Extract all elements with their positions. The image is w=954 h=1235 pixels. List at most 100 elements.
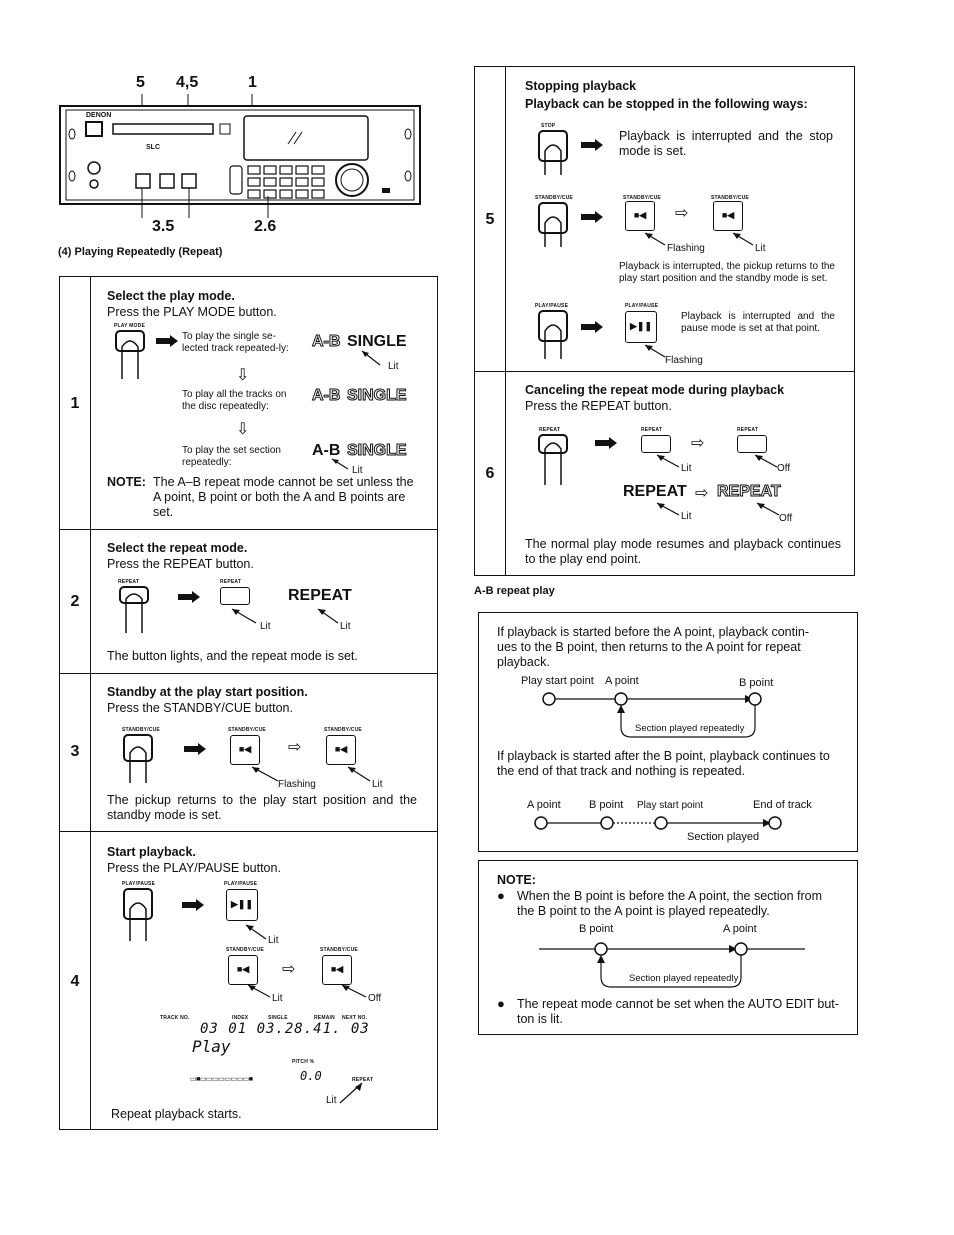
pointer-arrow-icon [339,1082,363,1104]
pointer-arrow-icon [732,232,754,246]
step6-off-button: Off [777,463,791,474]
device-model: SLC [146,144,160,151]
pointer-arrow-icon [247,984,271,998]
step3-flashing: Flashing [278,779,316,790]
finger-press-icon [538,130,568,175]
step3-divider [60,673,437,674]
pointer-arrow-icon [656,502,680,516]
step5-flashing-a: Flashing [667,243,705,254]
d2-b-point-label: B point [589,799,624,811]
step1-title: Select the play mode. [107,289,235,303]
play-pause-label-5a: PLAY/PAUSE [535,303,569,309]
display-word: Play [192,1037,231,1056]
step-number-3: 3 [70,743,80,760]
repeat-label-6c: REPEAT [737,427,759,433]
step1-note-label: NOTE: [107,475,146,489]
step1-instruction: Press the PLAY MODE button. [107,305,277,319]
cd-player-front-panel [59,94,421,218]
pointer-arrow-icon [644,344,666,358]
step4-lit-repeat: Lit [326,1095,337,1106]
repeat-button-6-off[interactable] [737,435,767,453]
d1-section-label: Section played repeatedly [635,723,745,734]
step3-instruction: Press the STANDBY/CUE button. [107,701,293,715]
mode3-lit: Lit [352,465,363,476]
pitch-label: PITCH % [292,1059,315,1065]
standby-btn-label-a: STANDBY/CUE [122,727,160,733]
repeat-button[interactable] [220,587,250,605]
device-brand: DENON [86,112,112,119]
note-d-b-label: B point [579,923,614,935]
step-number-column [60,277,91,1129]
finger-press-icon [123,734,153,783]
step5-subtitle: Playback can be stopped in the following… [525,97,808,111]
diagram-play-before-a [542,692,762,738]
pointer-arrow-icon [644,232,666,246]
arrow-right-icon [184,743,206,755]
mode3-single: SINGLE [347,442,408,460]
note-box: NOTE: ● When the B point is before the A… [478,860,858,1035]
repeat-label-6b: REPEAT [641,427,663,433]
display-digits: 03 01 03.28.41. 03 [200,1021,370,1037]
step6-instruction: Press the REPEAT button. [525,399,672,413]
transition-arrow-icon: ⇨ [282,961,296,978]
step4-lit-standby: Lit [272,993,283,1004]
step6-off-indicator: Off [779,513,793,524]
callout-5: 5 [136,74,145,91]
note-d-a-label: A point [723,923,757,935]
pointer-arrow-icon [251,766,279,782]
d2-end-label: End of track [753,799,812,811]
device-illustration: 5 4,5 1 DEN [58,66,422,238]
standby-cue-button-off[interactable]: ■◀ [322,955,352,985]
mode1-lit: Lit [388,361,399,372]
step5-flashing-b: Flashing [665,355,703,366]
arrow-right-icon [156,335,178,347]
step4-title: Start playback. [107,845,196,859]
repeat-btn-label-b: REPEAT [220,579,242,585]
step5-lit: Lit [755,243,766,254]
repeat-button-6-lit[interactable] [641,435,671,453]
disp-label-track: TRACK NO. [160,1015,190,1021]
section-title: (4) Playing Repeatedly (Repeat) [58,246,223,258]
disp-label-remain: REMAIN [314,1015,335,1021]
ab-section-title: A-B repeat play [474,585,555,597]
mode1-ab: A-B [311,333,341,351]
note-bullet-2: The repeat mode cannot be set when the A… [517,997,839,1026]
standby-label-d: STANDBY/CUE [226,947,264,953]
standby-cue-button-lit[interactable]: ■◀ [326,735,356,765]
step6-repeat-off: REPEAT [717,483,782,501]
arrow-right-icon [581,321,603,333]
step6-title: Canceling the repeat mode during playbac… [525,383,785,397]
play-pause-button[interactable]: ▶❚❚ [226,889,258,921]
step4-off: Off [368,993,382,1004]
arrow-right-icon [178,591,200,603]
step-number-6: 6 [485,465,495,482]
standby-cue-button-5a[interactable]: ■◀ [625,201,655,231]
step-number-column [475,67,506,575]
finger-press-icon [123,888,153,941]
play-mode-label: PLAY MODE [114,323,145,329]
d2-play-start-label: Play start point [637,800,704,811]
standby-cue-button[interactable]: ■◀ [230,735,260,765]
step2-repeat-indicator: REPEAT [288,587,352,604]
ab-repeat-box: If playback is started before the A poin… [478,612,858,852]
pitch-value: 0.0 [300,1069,322,1083]
step2-desc: The button lights, and the repeat mode i… [107,649,358,663]
standby-label-5a: STANDBY/CUE [535,195,573,201]
standby-btn-label-b: STANDBY/CUE [228,727,266,733]
standby-cue-button-step4[interactable]: ■◀ [228,955,258,985]
play-pause-button-5[interactable]: ▶❚❚ [625,311,657,343]
step3-title: Standby at the play start position. [107,685,308,699]
standby-label-5b: STANDBY/CUE [623,195,661,201]
transition-arrow-icon: ⇨ [288,739,302,756]
pointer-arrow-icon [754,454,778,468]
play-pause-label-5b: PLAY/PAUSE [625,303,659,309]
callout-3-5: 3.5 [152,218,175,235]
pointer-arrow-icon [341,984,367,998]
step2-lit-button: Lit [260,621,271,632]
step3-lit: Lit [372,779,383,790]
pointer-arrow-icon [317,608,339,624]
arrow-right-icon [182,899,204,911]
d1-a-point-label: A point [605,675,639,687]
standby-cue-button-5b[interactable]: ■◀ [713,201,743,231]
finger-press-icon [115,330,145,379]
